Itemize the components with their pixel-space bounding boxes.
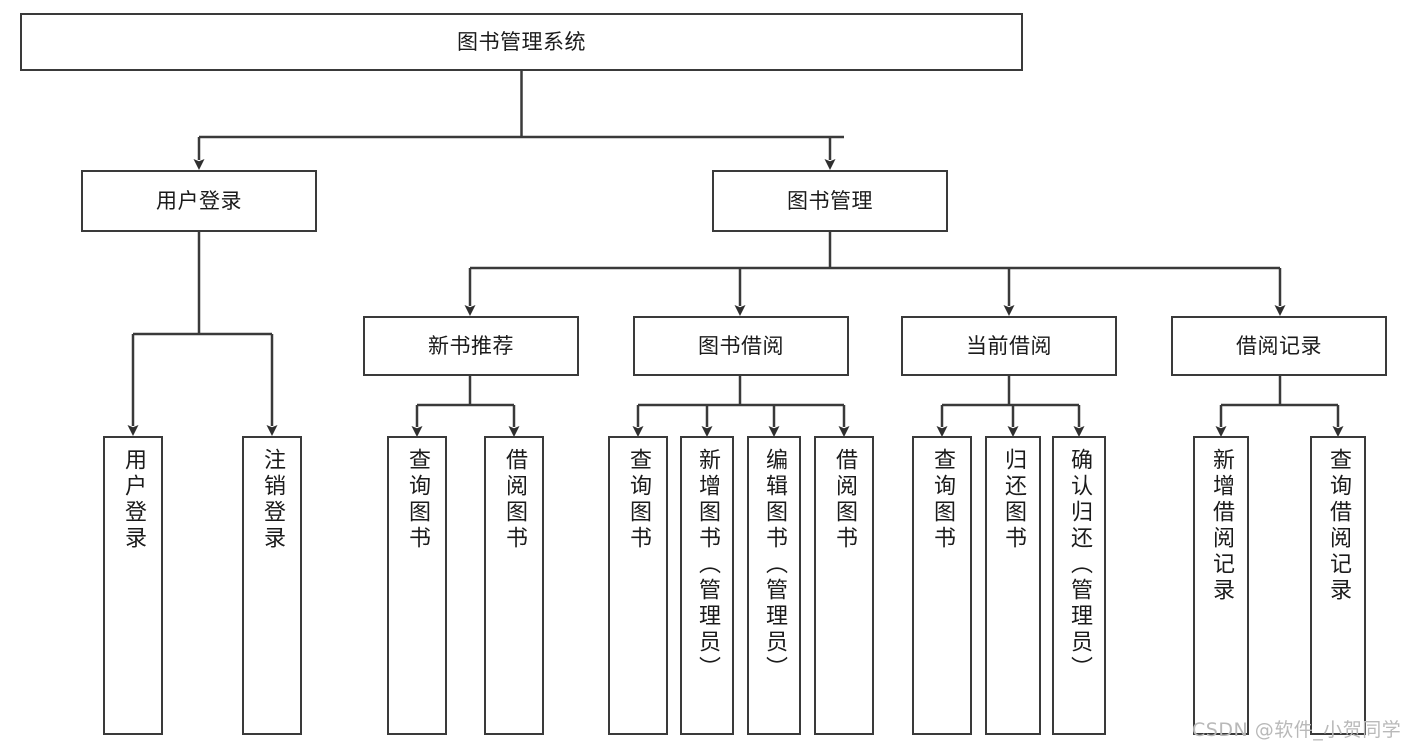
- node-leaf-user-login-label: 用户登录: [121, 448, 146, 552]
- node-leaf-borrow-book-label: 借阅图书: [832, 448, 857, 552]
- node-leaf-add-book-admin-label: 新增图书（管理员）: [695, 448, 720, 682]
- node-leaf-query-borrow-record[interactable]: 查询借阅记录: [1310, 436, 1366, 735]
- node-new-book-recommend-label: 新书推荐: [428, 333, 514, 358]
- node-leaf-add-book-admin[interactable]: 新增图书（管理员）: [680, 436, 734, 735]
- node-leaf-query-book-recommend[interactable]: 查询图书: [387, 436, 447, 735]
- node-book-management[interactable]: 图书管理: [712, 170, 948, 232]
- node-leaf-borrow-book[interactable]: 借阅图书: [814, 436, 874, 735]
- node-book-management-label: 图书管理: [787, 188, 873, 213]
- node-leaf-confirm-return-admin[interactable]: 确认归还（管理员）: [1052, 436, 1106, 735]
- node-leaf-add-borrow-record-label: 新增借阅记录: [1209, 448, 1234, 604]
- node-root-label: 图书管理系统: [457, 29, 586, 54]
- node-leaf-user-login[interactable]: 用户登录: [103, 436, 163, 735]
- node-leaf-borrow-book-recommend[interactable]: 借阅图书: [484, 436, 544, 735]
- node-leaf-logout[interactable]: 注销登录: [242, 436, 302, 735]
- node-leaf-confirm-return-admin-label: 确认归还（管理员）: [1067, 448, 1092, 682]
- node-leaf-add-borrow-record[interactable]: 新增借阅记录: [1193, 436, 1249, 735]
- node-new-book-recommend[interactable]: 新书推荐: [363, 316, 579, 376]
- node-leaf-query-book-current[interactable]: 查询图书: [912, 436, 972, 735]
- node-book-borrow[interactable]: 图书借阅: [633, 316, 849, 376]
- csdn-watermark: CSDN @软件_小贺同学: [1192, 719, 1402, 741]
- node-current-borrow[interactable]: 当前借阅: [901, 316, 1117, 376]
- node-leaf-query-book-recommend-label: 查询图书: [405, 448, 430, 552]
- node-leaf-return-book-label: 归还图书: [1001, 448, 1026, 552]
- node-current-borrow-label: 当前借阅: [966, 333, 1052, 358]
- node-leaf-query-book-borrow-label: 查询图书: [626, 448, 651, 552]
- node-leaf-borrow-book-recommend-label: 借阅图书: [502, 448, 527, 552]
- node-borrow-record[interactable]: 借阅记录: [1171, 316, 1387, 376]
- node-leaf-logout-label: 注销登录: [260, 448, 285, 552]
- node-root[interactable]: 图书管理系统: [20, 13, 1023, 71]
- node-user-login-label: 用户登录: [156, 188, 242, 213]
- node-leaf-return-book[interactable]: 归还图书: [985, 436, 1041, 735]
- node-leaf-edit-book-admin-label: 编辑图书（管理员）: [762, 448, 787, 682]
- node-user-login[interactable]: 用户登录: [81, 170, 317, 232]
- node-leaf-edit-book-admin[interactable]: 编辑图书（管理员）: [747, 436, 801, 735]
- node-book-borrow-label: 图书借阅: [698, 333, 784, 358]
- node-leaf-query-borrow-record-label: 查询借阅记录: [1326, 448, 1351, 604]
- node-leaf-query-book-borrow[interactable]: 查询图书: [608, 436, 668, 735]
- node-borrow-record-label: 借阅记录: [1236, 333, 1322, 358]
- node-leaf-query-book-current-label: 查询图书: [930, 448, 955, 552]
